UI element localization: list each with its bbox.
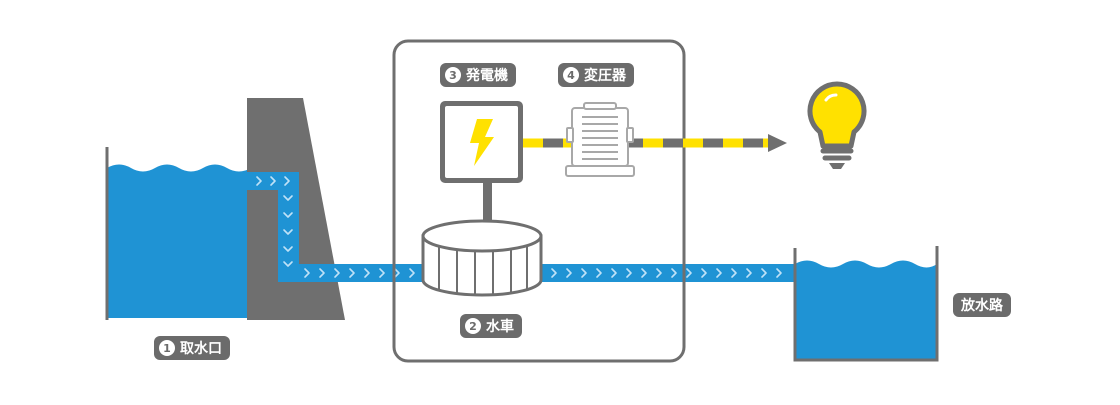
penstock — [247, 172, 425, 282]
outlet-basin — [793, 246, 939, 362]
step-number: 3 — [445, 67, 461, 83]
label-text: 水車 — [486, 319, 514, 335]
label-turbine: 2 水車 — [460, 314, 522, 338]
transformer — [565, 102, 635, 177]
light-bulb-icon — [807, 81, 867, 169]
label-text: 放水路 — [961, 298, 1003, 314]
label-text: 取水口 — [180, 341, 222, 357]
lightning-bolt-icon — [470, 119, 494, 166]
label-intake: 1 取水口 — [154, 336, 230, 360]
arrow-right-icon — [768, 134, 787, 152]
label-text: 変圧器 — [584, 68, 626, 84]
label-generator: 3 発電機 — [440, 63, 516, 87]
step-number: 1 — [159, 340, 175, 356]
intake-reservoir — [105, 147, 251, 320]
power-station-frame — [392, 39, 686, 363]
label-transformer: 4 変圧器 — [558, 63, 634, 87]
flow-chevrons — [256, 176, 782, 278]
step-number: 4 — [563, 67, 579, 83]
tailrace-pipe — [540, 264, 795, 282]
label-outlet: 放水路 — [953, 293, 1011, 317]
outlet-water — [795, 260, 937, 360]
transmission-cable — [523, 134, 787, 152]
generator — [440, 101, 523, 223]
water-turbine — [421, 219, 543, 297]
label-text: 発電機 — [466, 68, 508, 84]
reservoir-water — [107, 164, 251, 318]
step-number: 2 — [465, 318, 481, 334]
